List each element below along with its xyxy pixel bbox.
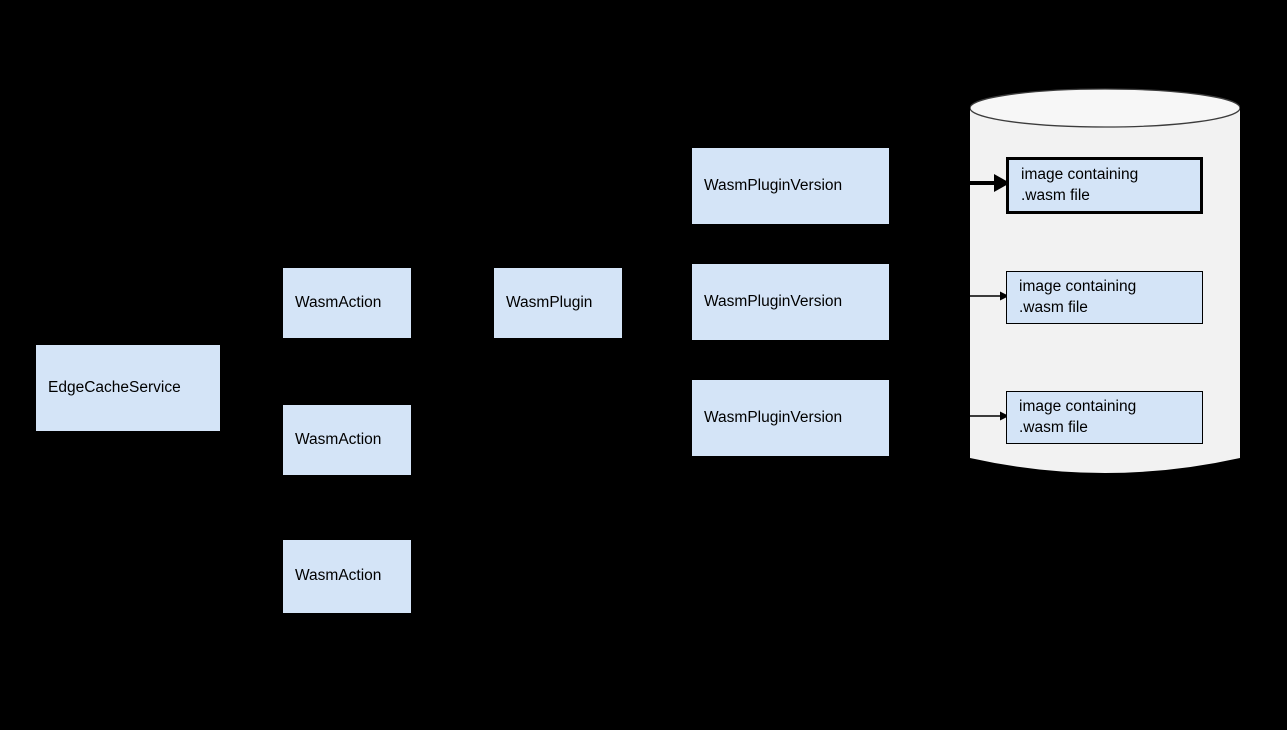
image-node-2-line2: .wasm file (1019, 298, 1088, 316)
image-node-3-line1: image containing (1019, 397, 1137, 415)
image-node-1[interactable]: image containing .wasm file (1006, 157, 1203, 214)
wasm-plugin-version-3-label: WasmPluginVersion (704, 408, 843, 426)
image-node-3[interactable]: image containing .wasm file (1006, 391, 1203, 444)
wasm-action-1-label: WasmAction (295, 293, 382, 311)
wasm-plugin-version-1-label: WasmPluginVersion (704, 176, 843, 194)
image-node-3-line2: .wasm file (1019, 418, 1088, 436)
wasm-plugin-version-node-3[interactable]: WasmPluginVersion (692, 380, 889, 456)
edge-cache-service-label: EdgeCacheService (48, 378, 181, 396)
wasm-action-node-1[interactable]: WasmAction (283, 268, 411, 338)
wasm-action-node-3[interactable]: WasmAction (283, 540, 411, 613)
wasm-plugin-label: WasmPlugin (506, 293, 593, 311)
wasm-action-3-label: WasmAction (295, 567, 382, 585)
image-node-1-line1: image containing (1021, 165, 1139, 183)
wasm-plugin-node[interactable]: WasmPlugin (494, 268, 622, 338)
wasm-action-node-2[interactable]: WasmAction (283, 405, 411, 475)
wasm-action-2-label: WasmAction (295, 430, 382, 448)
image-node-2[interactable]: image containing .wasm file (1006, 271, 1203, 324)
image-node-1-line2: .wasm file (1021, 186, 1090, 204)
wasm-plugin-version-node-1[interactable]: WasmPluginVersion (692, 148, 889, 224)
image-node-2-line1: image containing (1019, 277, 1137, 295)
wasm-plugin-version-node-2[interactable]: WasmPluginVersion (692, 264, 889, 340)
edge-cache-service-node[interactable]: EdgeCacheService (36, 345, 220, 431)
wasm-plugin-version-2-label: WasmPluginVersion (704, 292, 843, 310)
